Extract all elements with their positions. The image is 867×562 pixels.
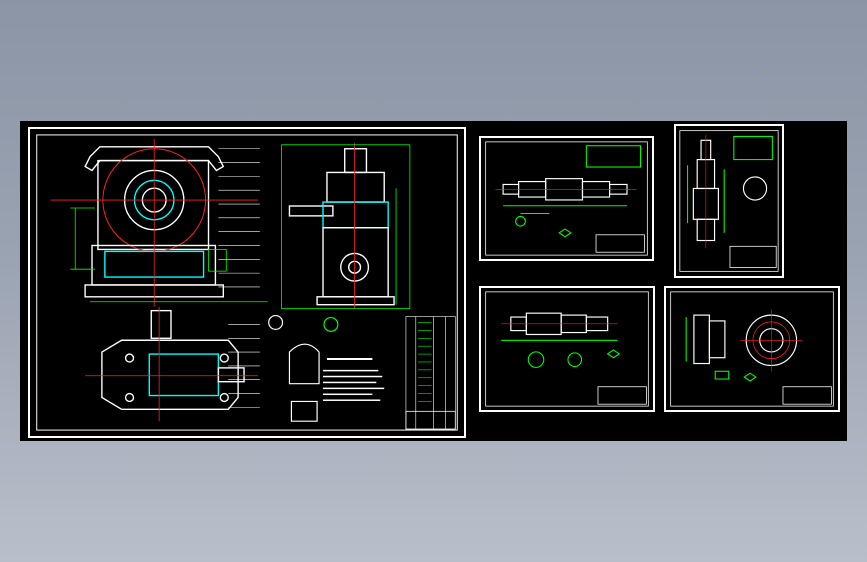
worm-wheel-drawing [670,291,834,407]
assembly-drawing [36,134,458,431]
top-view [101,309,245,411]
worm-shaft-drawing [485,141,648,256]
assembly-drawing-sheet[interactable] [28,127,466,438]
worm-wheel-drawing-sheet[interactable] [664,286,840,412]
cad-model-space[interactable] [20,121,847,441]
gear-shaft-drawing-sheet[interactable] [674,124,784,278]
technical-requirements [323,358,385,401]
output-shaft-drawing-sheet[interactable] [479,286,655,412]
gear-shaft-drawing [679,130,779,272]
detail-views [268,314,339,422]
worm-shaft-drawing-sheet[interactable] [479,136,654,261]
side-view [288,148,395,306]
parts-list [405,316,456,430]
output-shaft-drawing [485,291,649,407]
